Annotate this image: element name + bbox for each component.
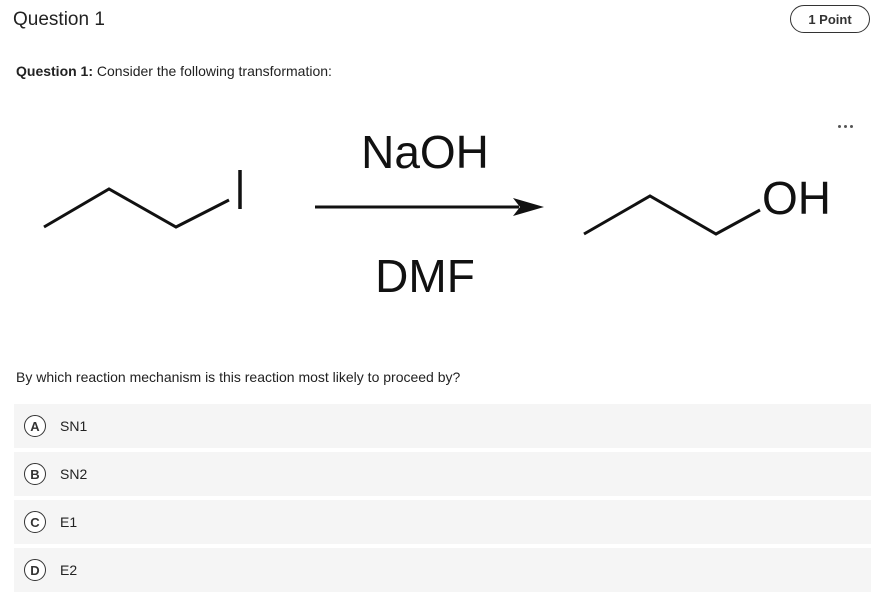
option-d[interactable]: D E2: [14, 548, 871, 592]
reaction-scheme: I NaOH DMF OH: [43, 126, 831, 302]
product-group-label: OH: [762, 172, 831, 224]
reactant-skeleton: [43, 187, 230, 229]
option-a[interactable]: A SN1: [14, 404, 871, 448]
reagent-below: DMF: [375, 250, 475, 302]
option-letter: B: [24, 463, 46, 485]
reaction-figure: I NaOH DMF OH: [14, 100, 870, 322]
option-label: E1: [60, 514, 78, 530]
option-letter: D: [24, 559, 46, 581]
more-dot: [849, 124, 853, 128]
prompt-text: Consider the following transformation:: [96, 63, 332, 79]
option-letter: C: [24, 511, 46, 533]
reagent-above: NaOH: [361, 126, 489, 178]
option-label: SN1: [60, 418, 88, 434]
question-title: Question 1: [13, 9, 105, 30]
more-dot: [837, 124, 841, 128]
option-c[interactable]: C E1: [14, 500, 871, 544]
option-letter: A: [24, 415, 46, 437]
option-label: E2: [60, 562, 78, 578]
option-label: SN2: [60, 466, 88, 482]
prompt-label: Question 1:: [16, 63, 94, 79]
option-b[interactable]: B SN2: [14, 452, 871, 496]
question-text: By which reaction mechanism is this reac…: [16, 369, 461, 385]
reaction-arrow-head: [513, 198, 544, 216]
points-badge: 1 Point: [790, 5, 870, 33]
more-dot: [843, 124, 847, 128]
question-prompt: Question 1: Consider the following trans…: [16, 63, 332, 79]
product-skeleton: [583, 194, 761, 236]
more-options-icon[interactable]: [832, 118, 858, 134]
